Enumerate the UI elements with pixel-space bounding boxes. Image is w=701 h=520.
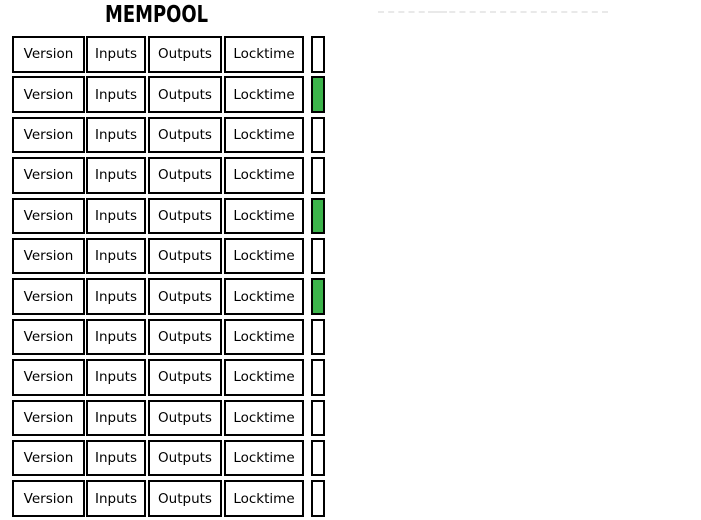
inputs-box: Inputs	[86, 237, 146, 275]
inputs-box: Inputs	[86, 359, 146, 396]
transaction-row: Version Inputs Outputs Locktime	[12, 318, 325, 356]
outputs-box: Outputs	[148, 318, 222, 356]
locktime-box: Locktime	[224, 157, 304, 194]
outputs-box: Outputs	[148, 237, 222, 275]
outputs-box: Outputs	[148, 157, 222, 194]
locktime-box: Locktime	[224, 76, 304, 113]
transaction-row: Version Inputs Outputs Locktime	[12, 399, 325, 437]
page-title: MEMPOOL	[105, 2, 209, 28]
transaction-row: Version Inputs Outputs Locktime	[12, 359, 325, 396]
transaction-row: Version Inputs Outputs Locktime	[12, 480, 325, 517]
outputs-box: Outputs	[148, 116, 222, 154]
status-box	[311, 237, 325, 275]
inputs-box: Inputs	[86, 197, 146, 235]
version-box: Version	[12, 359, 85, 396]
inputs-box: Inputs	[86, 36, 146, 73]
locktime-box: Locktime	[224, 36, 304, 73]
locktime-box: Locktime	[224, 197, 304, 235]
dashed-line-segment	[428, 11, 447, 13]
version-box: Version	[12, 116, 85, 154]
transaction-row: Version Inputs Outputs Locktime	[12, 237, 325, 275]
version-box: Version	[12, 76, 85, 113]
inputs-box: Inputs	[86, 76, 146, 113]
status-box	[311, 76, 325, 113]
inputs-box: Inputs	[86, 278, 146, 315]
outputs-box: Outputs	[148, 480, 222, 517]
transaction-list: Version Inputs Outputs Locktime Version …	[12, 36, 325, 517]
outputs-box: Outputs	[148, 439, 222, 477]
status-box	[311, 157, 325, 194]
outputs-box: Outputs	[148, 197, 222, 235]
version-box: Version	[12, 480, 85, 517]
transaction-row: Version Inputs Outputs Locktime	[12, 76, 325, 113]
inputs-box: Inputs	[86, 157, 146, 194]
locktime-box: Locktime	[224, 237, 304, 275]
version-box: Version	[12, 197, 85, 235]
status-box	[311, 399, 325, 437]
status-box	[311, 439, 325, 477]
outputs-box: Outputs	[148, 278, 222, 315]
locktime-box: Locktime	[224, 399, 304, 437]
version-box: Version	[12, 399, 85, 437]
outputs-box: Outputs	[148, 399, 222, 437]
status-box	[311, 116, 325, 154]
status-box	[311, 359, 325, 396]
transaction-row: Version Inputs Outputs Locktime	[12, 197, 325, 235]
outputs-box: Outputs	[148, 359, 222, 396]
dashed-line	[378, 11, 608, 13]
locktime-box: Locktime	[224, 359, 304, 396]
status-box	[311, 318, 325, 356]
transaction-row: Version Inputs Outputs Locktime	[12, 439, 325, 477]
inputs-box: Inputs	[86, 439, 146, 477]
version-box: Version	[12, 237, 85, 275]
inputs-box: Inputs	[86, 116, 146, 154]
locktime-box: Locktime	[224, 439, 304, 477]
version-box: Version	[12, 278, 85, 315]
transaction-row: Version Inputs Outputs Locktime	[12, 157, 325, 194]
outputs-box: Outputs	[148, 76, 222, 113]
outputs-box: Outputs	[148, 36, 222, 73]
inputs-box: Inputs	[86, 318, 146, 356]
status-box	[311, 480, 325, 517]
version-box: Version	[12, 439, 85, 477]
transaction-row: Version Inputs Outputs Locktime	[12, 36, 325, 73]
version-box: Version	[12, 318, 85, 356]
version-box: Version	[12, 36, 85, 73]
inputs-box: Inputs	[86, 480, 146, 517]
transaction-row: Version Inputs Outputs Locktime	[12, 116, 325, 154]
status-box	[311, 278, 325, 315]
inputs-box: Inputs	[86, 399, 146, 437]
version-box: Version	[12, 157, 85, 194]
locktime-box: Locktime	[224, 480, 304, 517]
locktime-box: Locktime	[224, 116, 304, 154]
transaction-row: Version Inputs Outputs Locktime	[12, 278, 325, 315]
status-box	[311, 197, 325, 235]
locktime-box: Locktime	[224, 278, 304, 315]
locktime-box: Locktime	[224, 318, 304, 356]
status-box	[311, 36, 325, 73]
